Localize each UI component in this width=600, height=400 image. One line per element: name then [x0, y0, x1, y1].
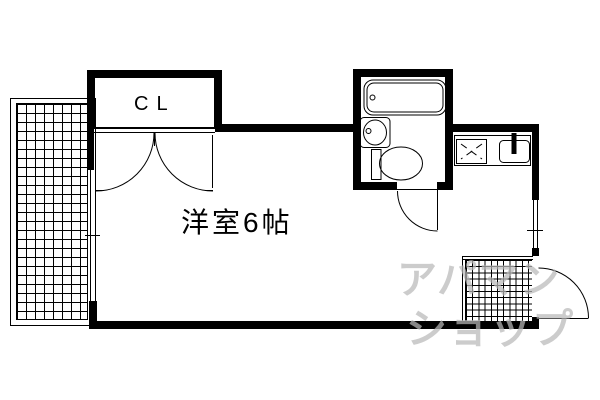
entrance — [462, 256, 589, 321]
entrance-tile-grid-icon — [466, 260, 532, 321]
wall-closet-top — [87, 70, 222, 77]
wall-left-upper — [87, 70, 94, 170]
kitchen-counter-outline — [454, 135, 531, 166]
bathroom-door — [397, 189, 446, 232]
gas-stove-icon — [456, 139, 487, 164]
wall-bath-right — [445, 69, 453, 190]
room-label: 洋室6帖 — [181, 207, 293, 238]
closet-double-door-arc-left — [95, 132, 155, 192]
closet-double-door-arc-right — [154, 132, 214, 192]
wall-bath-bottom-right — [437, 182, 453, 190]
wall-top-middle — [215, 124, 355, 132]
bathroom — [359, 79, 447, 181]
closet-inner-outline — [94, 77, 215, 128]
bathtub-icon — [363, 79, 447, 116]
bathroom-door-arc — [397, 190, 438, 232]
wall-bath-top — [353, 69, 453, 77]
gas-stove-x-mark2 — [460, 143, 483, 160]
entrance-door-arc — [538, 267, 589, 319]
wall-right-window-block — [532, 248, 539, 256]
wall-right-upper — [532, 124, 539, 200]
toilet-icon — [379, 146, 423, 181]
washbasin-box — [359, 117, 391, 148]
closet — [94, 77, 215, 192]
wall-closet-right — [215, 70, 222, 132]
wall-top-right — [453, 124, 539, 132]
bathtub-drain-icon — [369, 94, 376, 101]
kitchen — [454, 133, 531, 166]
washbasin-icon — [363, 119, 387, 146]
wall-bottom — [89, 321, 539, 329]
window-symbol-right — [527, 200, 543, 248]
window-symbol-left — [85, 170, 100, 302]
balcony-hatch-grid-icon — [16, 103, 88, 320]
walls — [87, 69, 539, 329]
wall-bath-bottom-left — [353, 182, 397, 190]
wall-left-bottom-block — [89, 301, 97, 323]
faucet-icon — [511, 133, 517, 154]
bathtub-inner-line — [366, 82, 444, 113]
wall-bath-left — [353, 69, 361, 190]
washbasin-faucet-icon — [365, 128, 372, 134]
toilet-tank — [371, 149, 382, 180]
closet-label: CL — [134, 93, 176, 115]
